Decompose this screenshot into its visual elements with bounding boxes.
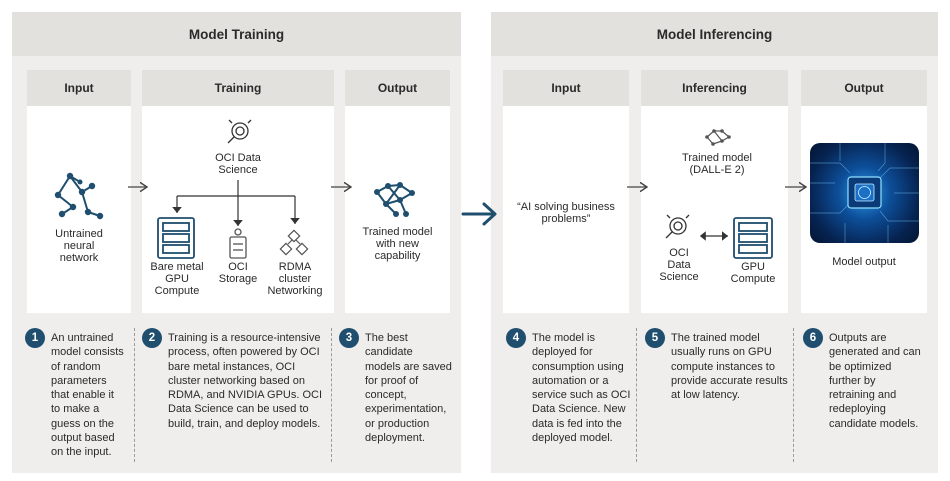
storage-icon <box>229 228 247 259</box>
step-number-badge: 2 <box>142 328 162 348</box>
divider <box>793 328 794 462</box>
oci-data-science-label: OCI Data Science <box>215 152 261 176</box>
tree-connector <box>172 180 300 226</box>
step-number-badge: 1 <box>25 328 45 348</box>
input-prompt-label: “AI solving business problems” <box>517 201 615 225</box>
data-science-icon <box>665 214 690 239</box>
training-output-column: Output <box>345 70 450 313</box>
network-cluster-icon <box>279 229 309 256</box>
divider <box>636 328 637 462</box>
column-header: Inferencing <box>641 70 788 106</box>
step-description: An untrained model consists of random pa… <box>51 332 124 459</box>
trained-model-dalle-label: Trained model (DALL-E 2) <box>682 152 752 176</box>
neural-network-icon <box>374 182 415 217</box>
neural-network-icon <box>705 129 731 146</box>
oci-storage-label: OCI Storage <box>218 261 258 285</box>
step-number-badge: 3 <box>339 328 359 348</box>
step-description: Training is a resource-intensive process… <box>168 332 323 430</box>
gpu-compute-label: GPU Compute <box>730 261 776 285</box>
step-description: Outputs are generated and can be optimiz… <box>829 332 921 430</box>
server-icon <box>733 217 773 259</box>
neural-network-icon <box>54 172 104 220</box>
server-icon <box>157 217 195 259</box>
column-header: Output <box>801 70 927 106</box>
column-header: Input <box>27 70 131 106</box>
oci-data-science-label: OCI Data Science <box>659 247 699 283</box>
step-number-badge: 5 <box>645 328 665 348</box>
divider <box>331 328 332 462</box>
section-title-model-inferencing: Model Inferencing <box>491 12 938 56</box>
column-header: Input <box>503 70 629 106</box>
step-description: The model is deployed for consumption us… <box>532 332 631 445</box>
ai-chip-image <box>810 143 919 243</box>
column-header: Output <box>345 70 450 106</box>
step-description: The best candidate models are saved for … <box>365 332 452 445</box>
divider <box>134 328 135 462</box>
step-number-badge: 4 <box>506 328 526 348</box>
step-description: The trained model usually runs on GPU co… <box>671 332 788 402</box>
inference-inferencing-column: Inferencing <box>641 70 788 313</box>
model-output-label: Model output <box>832 256 896 268</box>
untrained-network-label: Untrained neural network <box>55 228 103 264</box>
section-title-model-training: Model Training <box>12 12 461 56</box>
trained-model-label: Trained model with new capability <box>362 226 433 262</box>
inference-input-column: Input <box>503 70 629 313</box>
data-science-icon <box>227 119 252 144</box>
arrow-right-icon <box>461 202 497 226</box>
step-number-badge: 6 <box>803 328 823 348</box>
column-header: Training <box>142 70 334 106</box>
gpu-compute-label: Bare metal GPU Compute <box>150 261 204 297</box>
rdma-networking-label: RDMA cluster Networking <box>267 261 323 297</box>
